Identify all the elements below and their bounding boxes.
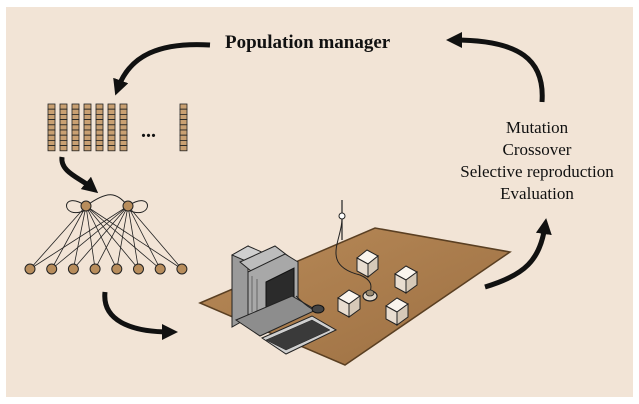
network-connection (51, 205, 87, 270)
network-connection (51, 205, 129, 270)
operation-selective-reproduction: Selective reproduction (460, 162, 614, 181)
neuron-node (89, 263, 101, 275)
robot-icon (362, 289, 378, 302)
cable-anchor (338, 212, 346, 220)
obstacle-block (394, 265, 418, 294)
computer-workstation-icon (230, 245, 338, 355)
neuron-node (154, 263, 166, 275)
neural-network-icon (24, 194, 188, 275)
chromosome-strip (47, 103, 56, 152)
neuron-node (80, 200, 92, 212)
recurrent-connection (127, 200, 148, 213)
arrow-operations-to-manager (446, 32, 545, 103)
chromosome-strip (71, 103, 80, 152)
network-connection (29, 205, 87, 270)
arrow-population-to-network (59, 156, 99, 194)
network-connection (85, 205, 183, 270)
network-connection (85, 205, 161, 270)
operation-crossover: Crossover (502, 140, 572, 159)
network-connection (127, 205, 161, 270)
network-connection (73, 205, 129, 270)
arrow-manager-to-population (113, 42, 211, 96)
genetic-operations-list: Mutation Crossover Selective reproductio… (438, 117, 636, 205)
population-manager-label: Population manager (225, 32, 391, 53)
network-connection (116, 205, 129, 270)
neuron-node (111, 263, 123, 275)
chromosome-strip (95, 103, 104, 152)
chromosome-population-icon (47, 103, 188, 152)
arrow-network-to-arena (102, 291, 178, 340)
obstacle-block (337, 289, 361, 318)
neuron-node (133, 263, 144, 275)
neuron-node (67, 263, 79, 275)
chromosome-strip (59, 103, 68, 152)
network-connection (85, 205, 96, 270)
arrow-arena-to-operations (484, 218, 552, 290)
network-connection (127, 205, 183, 270)
chromosome-strip (107, 103, 116, 152)
network-connection (127, 205, 139, 270)
recurrent-connection (85, 194, 129, 207)
cable-line (335, 218, 372, 293)
neuron-node (122, 200, 134, 212)
operation-mutation: Mutation (505, 118, 569, 137)
obstacle-block (385, 297, 409, 326)
network-connection (94, 205, 129, 270)
network-connection (85, 205, 139, 270)
obstacle-block (356, 249, 379, 279)
chromosome-strip (179, 103, 188, 152)
neuron-node (176, 263, 188, 275)
mouse (311, 304, 325, 314)
ellipsis-label: ... (141, 120, 156, 142)
chromosome-strip (83, 103, 92, 152)
recurrent-connection (66, 200, 87, 213)
neuron-node (24, 263, 36, 275)
network-connection (85, 205, 118, 270)
operation-evaluation: Evaluation (500, 184, 574, 203)
chromosome-strip (119, 103, 128, 152)
network-connection (29, 205, 129, 270)
neuron-node (46, 263, 58, 275)
